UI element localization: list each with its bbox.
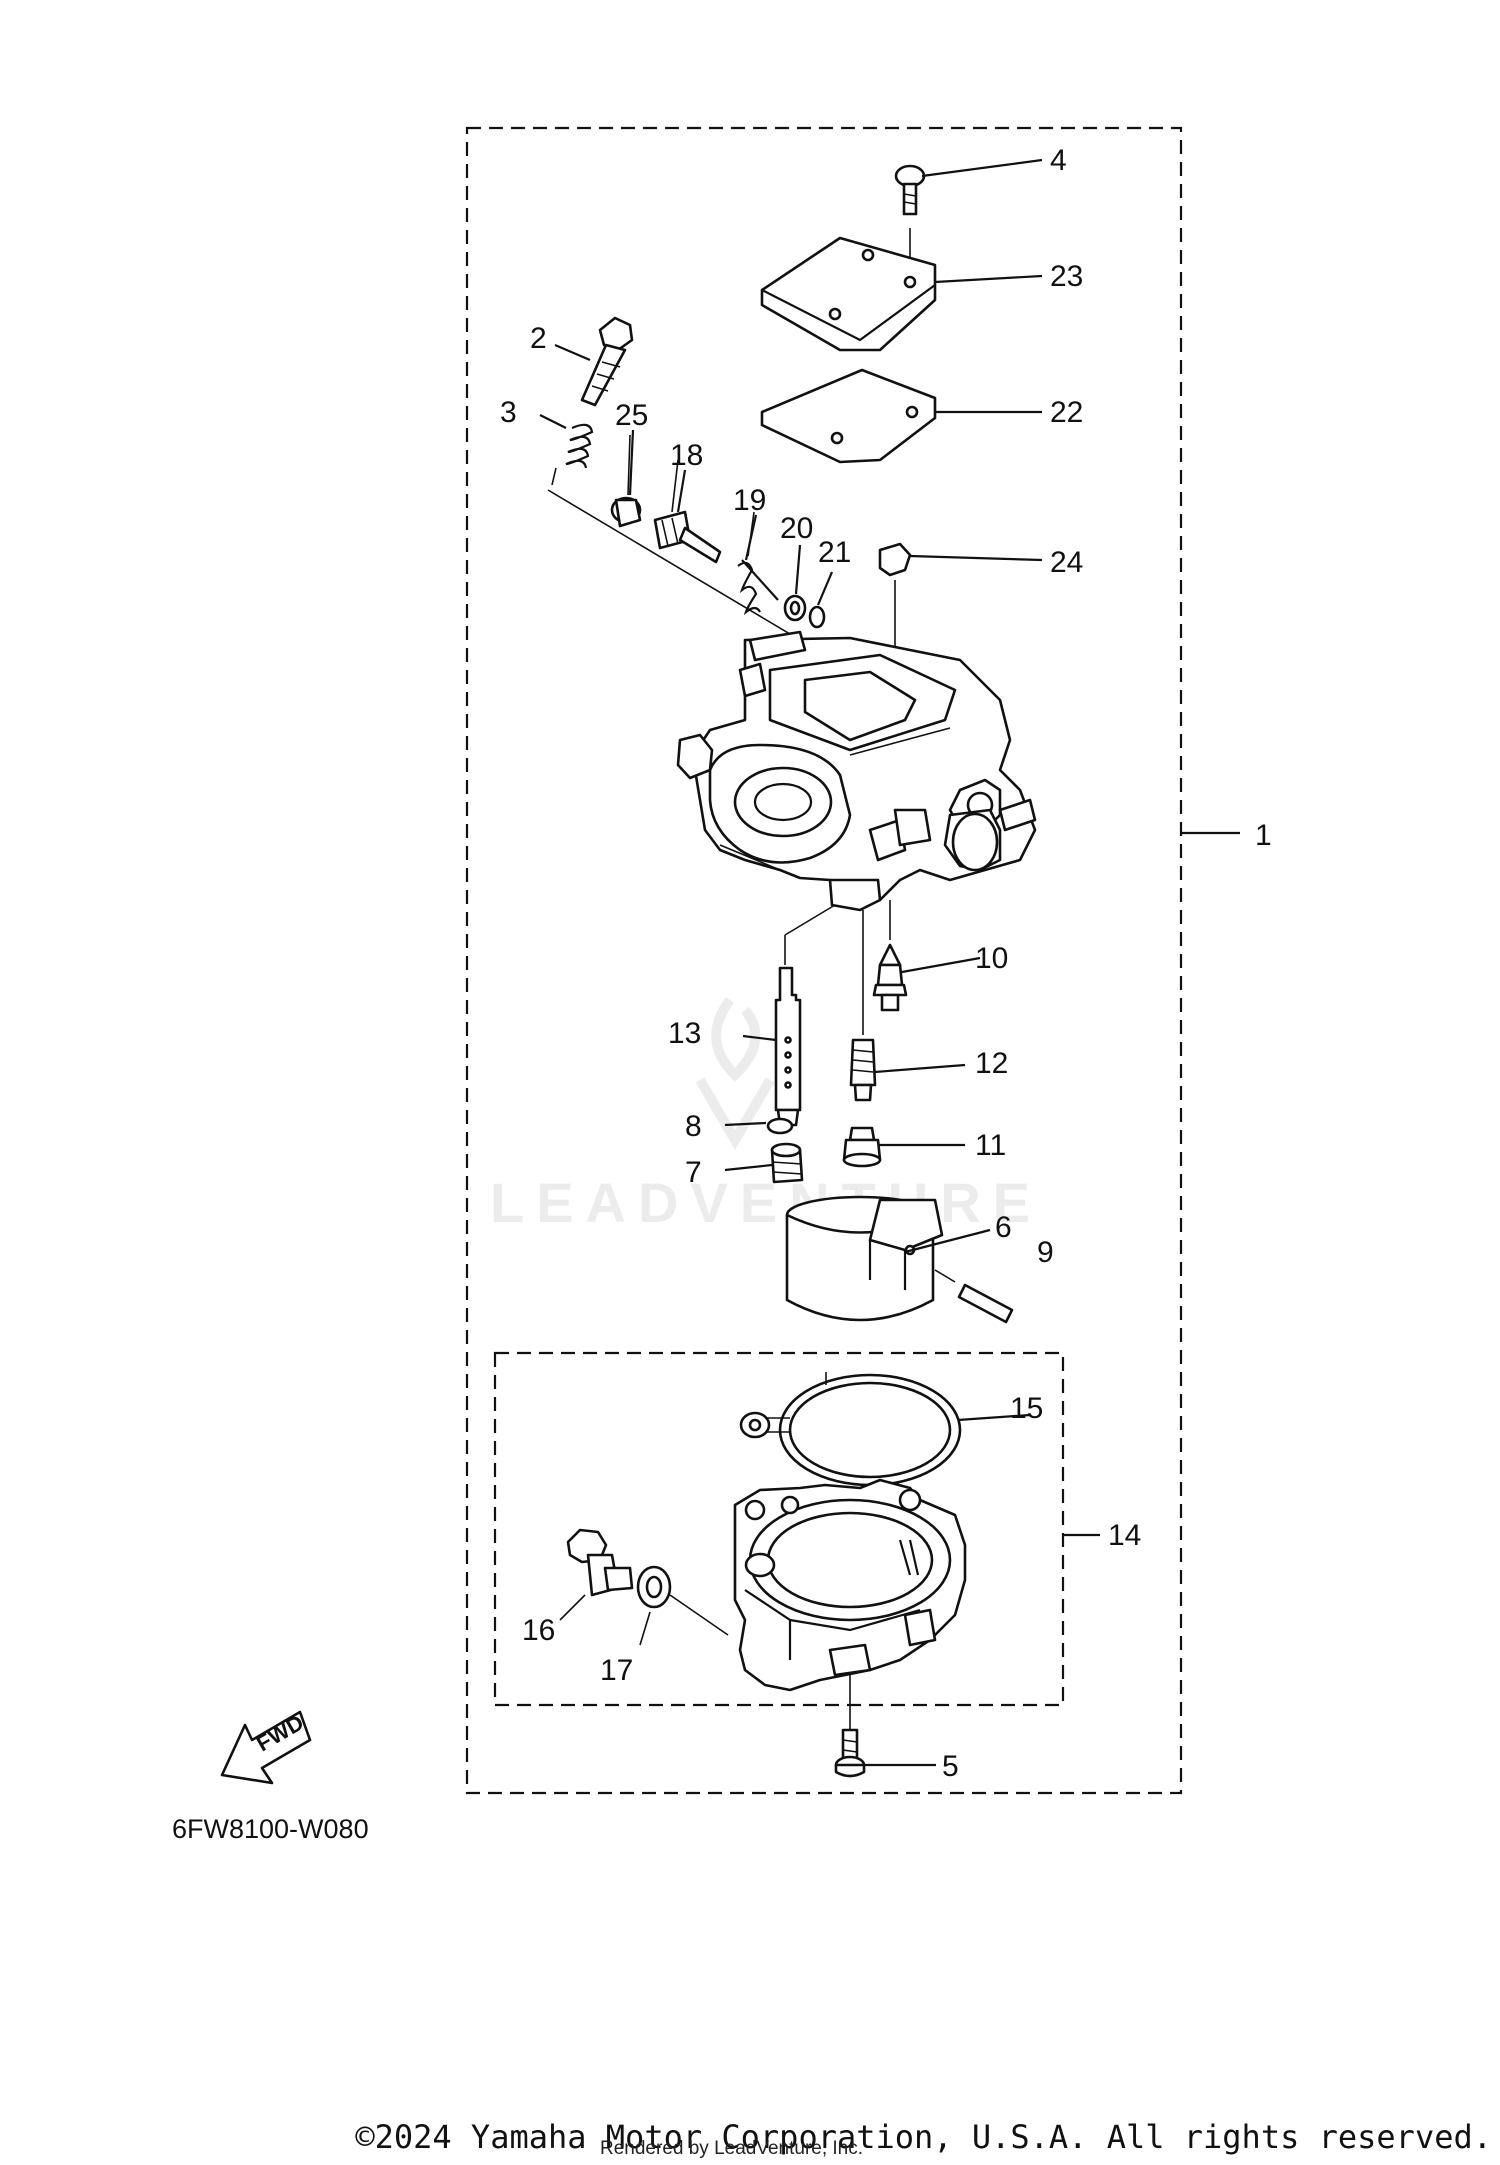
callout-22[interactable]: 22 — [1050, 396, 1083, 429]
part-2-screw-icon — [580, 316, 634, 407]
callout-20[interactable]: 20 — [780, 512, 813, 545]
part-9-pin-icon — [957, 1283, 1014, 1324]
part-7-plug-icon — [770, 1142, 804, 1184]
part-23-cover-icon — [760, 236, 937, 352]
callout-12[interactable]: 12 — [975, 1047, 1008, 1080]
part-13-main-nozzle-icon — [774, 966, 802, 1127]
callout-21[interactable]: 21 — [818, 536, 851, 569]
callout-19[interactable]: 19 — [733, 484, 766, 517]
part-16-screw-icon — [559, 1528, 634, 1621]
part-6-float-icon — [785, 1195, 956, 1322]
diagram-code: 6FW8100-W080 — [172, 1814, 369, 1844]
part-15-gasket-icon — [739, 1372, 962, 1487]
leader-13-body — [784, 904, 836, 936]
float-chamber-boundary — [493, 1351, 1065, 1707]
callout-10[interactable]: 10 — [975, 942, 1008, 975]
rendered-by-credit: Rendered by LeadVenture, Inc. — [600, 2138, 864, 2159]
callout-25[interactable]: 25 — [615, 399, 648, 432]
callout-16[interactable]: 16 — [522, 1614, 555, 1647]
part-3-spring-icon — [551, 423, 594, 486]
callout-6[interactable]: 6 — [995, 1211, 1012, 1244]
callout-23[interactable]: 23 — [1050, 260, 1083, 293]
callout-17[interactable]: 17 — [600, 1654, 633, 1687]
axis-line — [547, 489, 801, 641]
part-20-o-ring-icon — [783, 594, 807, 622]
carburetor-body-icon — [676, 630, 1037, 912]
callout-4[interactable]: 4 — [1050, 144, 1067, 177]
part-21-o-ring-icon — [808, 605, 826, 629]
part-18-throttle-screw-icon — [653, 459, 722, 564]
part-19-spring-icon — [737, 511, 779, 616]
part-22-gasket-icon — [760, 368, 937, 464]
callout-leaders — [539, 158, 1240, 1767]
callout-2[interactable]: 2 — [530, 322, 547, 355]
callout-15[interactable]: 15 — [1010, 1392, 1043, 1425]
part-25-cap-icon — [610, 434, 642, 528]
watermark-text: LEADVENTURE — [490, 1171, 1042, 1234]
callout-13[interactable]: 13 — [668, 1017, 701, 1050]
callout-11[interactable]: 11 — [975, 1129, 1006, 1162]
assembly-boundary — [465, 126, 1183, 1795]
callout-9[interactable]: 9 — [1037, 1236, 1054, 1269]
watermark-logo-icon — [695, 997, 775, 1150]
callout-24[interactable]: 24 — [1050, 546, 1083, 579]
copyright-notice: ©2024 Yamaha Motor Corporation, U.S.A. A… — [355, 2118, 1492, 2156]
part-14-float-chamber-icon — [733, 1478, 967, 1730]
part-8-o-ring-icon — [766, 1117, 794, 1135]
callout-3[interactable]: 3 — [500, 396, 517, 429]
callout-7[interactable]: 7 — [685, 1156, 702, 1189]
callout-8[interactable]: 8 — [685, 1110, 702, 1143]
callout-14[interactable]: 14 — [1108, 1519, 1141, 1552]
callout-1[interactable]: 1 — [1255, 819, 1272, 852]
part-17-washer-icon — [636, 1565, 729, 1646]
fwd-arrow-icon: FWD — [220, 1710, 312, 1785]
callout-5[interactable]: 5 — [942, 1750, 959, 1783]
part-11-jet-plug-icon — [842, 1126, 882, 1168]
part-10-needle-valve-icon — [872, 943, 908, 1012]
part-12-jet-icon — [849, 1038, 877, 1102]
part-5-screw-icon — [834, 1728, 866, 1778]
callout-18[interactable]: 18 — [670, 439, 703, 472]
